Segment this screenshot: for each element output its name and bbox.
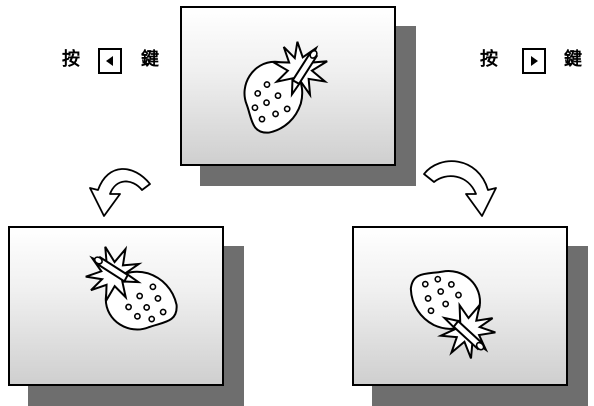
left-instruction-prefix: 按 [62, 49, 80, 70]
right-arrow-key[interactable] [522, 48, 546, 74]
center-card [180, 6, 396, 166]
left-instruction-suffix: 鍵 [141, 49, 159, 70]
right-curved-arrow-icon [423, 160, 497, 217]
right-card [352, 226, 568, 386]
left-arrow-key[interactable] [98, 48, 122, 74]
left-curved-arrow-icon [89, 168, 151, 217]
right-arrow-icon [531, 56, 538, 66]
left-frame [8, 226, 244, 406]
right-instruction-suffix: 鍵 [564, 49, 582, 70]
left-arrow-icon [106, 56, 113, 66]
right-instruction-prefix: 按 [480, 49, 498, 70]
strawberry-left-image [82, 240, 180, 335]
strawberry-right-image [404, 266, 502, 362]
strawberry-center-image [239, 38, 334, 136]
left-card [8, 226, 224, 386]
right-frame [352, 226, 588, 406]
center-frame [180, 6, 416, 186]
